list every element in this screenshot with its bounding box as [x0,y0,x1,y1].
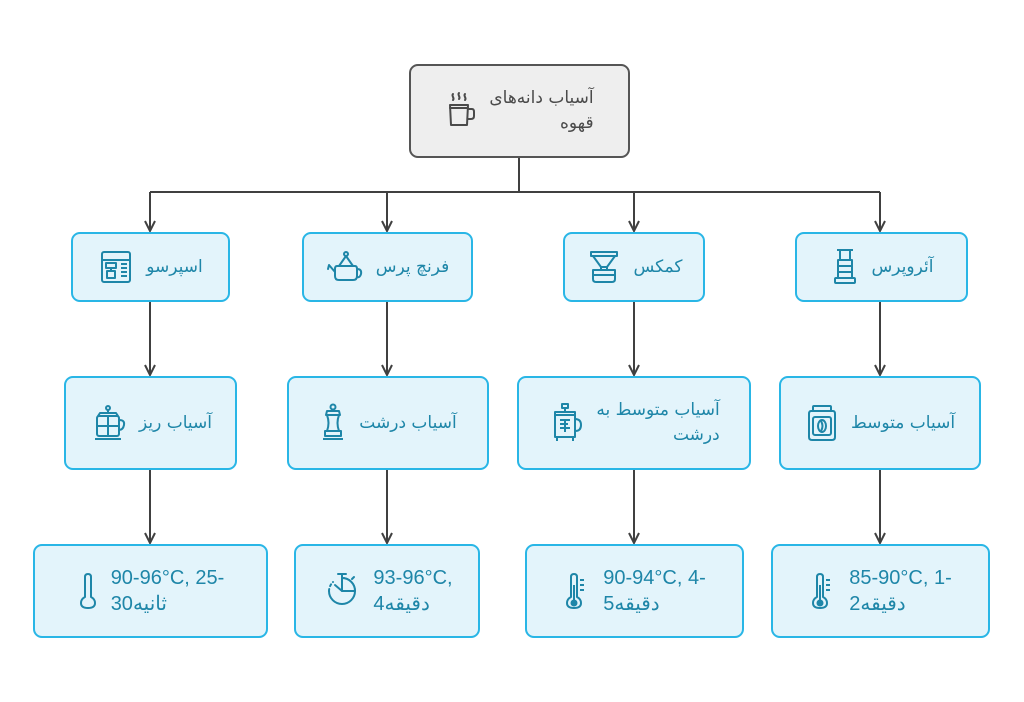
brew-node-chemex: 90-94°C, 4- 5دقیقه [525,544,744,638]
press-pot-icon [548,402,584,444]
grind-label-coarse: آسیاب درشت [359,411,456,436]
root-label: آسیاب دانه‌های قهوه [489,86,593,136]
method-node-espresso: اسپرسو [71,232,230,302]
grind-node-medium: آسیاب متوسط [779,376,981,470]
brew-label-line2: 2دقیقه [849,593,906,615]
brew-label-espresso: 90-96°C, 25- 30ثانیه [111,565,225,617]
grind-node-medium-coarse: آسیاب متوسط به درشت [517,376,751,470]
brew-node-aeropress: 85-90°C, 1- 2دقیقه [771,544,990,638]
brew-label-line2: 5دقیقه [603,593,660,615]
grind-label-fine: آسیاب ریز [139,411,212,436]
thermometer-icon [809,571,837,611]
brew-node-french-press: 93-96°C, 4دقیقه [294,544,480,638]
method-label-espresso: اسپرسو [146,256,203,277]
kettle-icon [326,250,364,284]
brew-label-french-press: 93-96°C, 4دقیقه [373,565,452,617]
grind-label-line2: درشت [672,425,720,445]
root-label-line1: آسیاب دانه‌های [489,88,594,108]
root-label-line2: قهوه [559,113,594,133]
method-label-aeropress: آئروپرس [871,256,934,277]
brew-label-line2: 4دقیقه [373,593,430,615]
grind-node-fine: آسیاب ریز [64,376,237,470]
grind-label-line1: آسیاب ریز [138,412,212,433]
brew-label-line1: 90-96°C, 25- [110,567,225,589]
coffee-jar-icon [805,403,839,443]
grind-label-line1: آسیاب درشت [359,412,457,433]
grind-label-medium: آسیاب متوسط [851,411,955,436]
timer-icon [321,571,361,611]
pour-over-icon [586,249,622,285]
thermometer-icon [77,571,99,611]
aeropress-icon [830,247,860,287]
grind-label-medium-coarse: آسیاب متوسط به درشت [596,398,719,448]
method-label-french-press: فرنچ پرس [375,256,450,277]
brew-label-line1: 90-94°C, 4- [603,567,706,589]
brew-label-aeropress: 85-90°C, 1- 2دقیقه [849,565,952,617]
thermometer-icon [563,571,591,611]
brew-node-espresso: 90-96°C, 25- 30ثانیه [33,544,268,638]
coffee-pot-icon [445,91,477,131]
french-press-icon [89,404,127,442]
method-node-aeropress: آئروپرس [795,232,968,302]
brew-label-line2: 30ثانیه [110,593,167,615]
grind-label-line1: آسیاب متوسط [850,412,956,433]
method-node-chemex: کمکس [563,232,705,302]
method-node-french-press: فرنچ پرس [302,232,473,302]
grind-label-line1: آسیاب متوسط به [596,400,720,420]
brew-label-chemex: 90-94°C, 4- 5دقیقه [603,565,706,617]
brew-label-line1: 85-90°C, 1- [849,567,952,589]
grinder-icon [319,403,347,443]
espresso-machine-icon [98,249,134,285]
grind-node-coarse: آسیاب درشت [287,376,489,470]
brew-label-line1: 93-96°C, [373,567,453,589]
root-node: آسیاب دانه‌های قهوه [409,64,630,158]
method-label-chemex: کمکس [633,256,683,277]
